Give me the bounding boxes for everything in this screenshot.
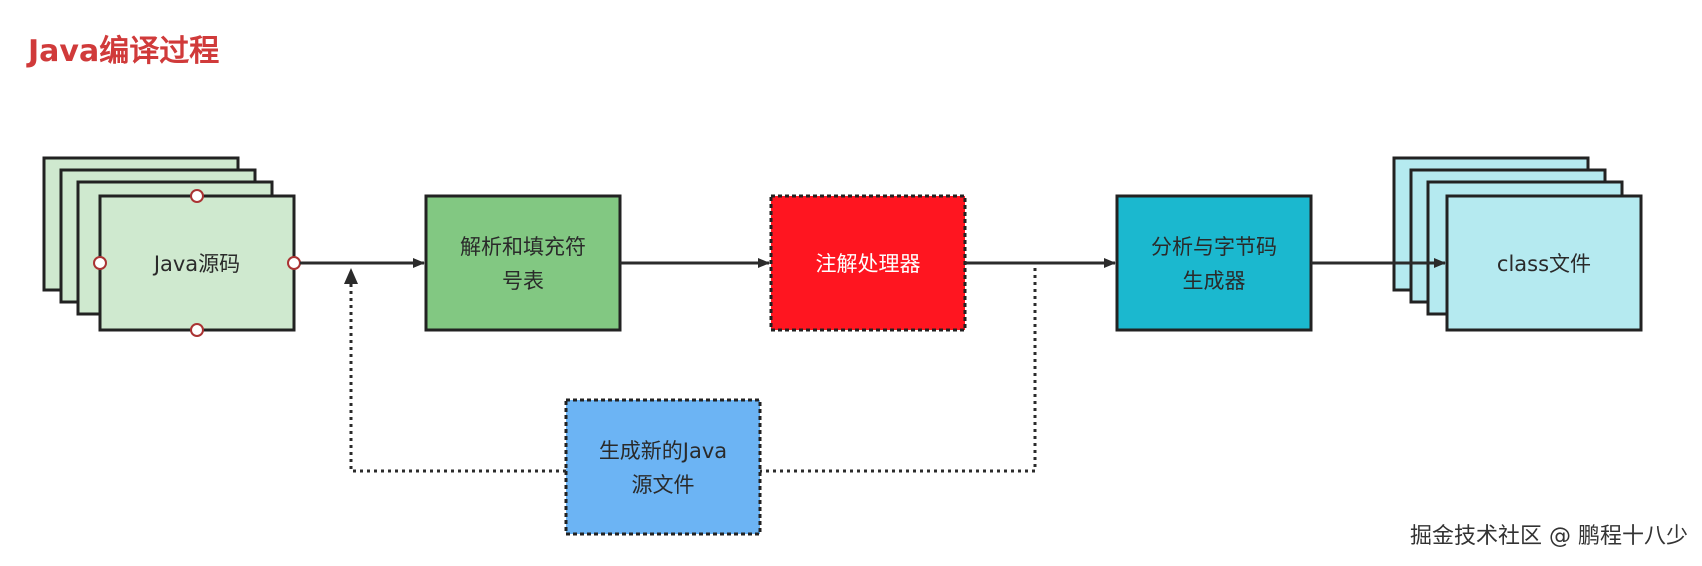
bytecode-generator-label-line1: 分析与字节码 bbox=[1151, 235, 1277, 259]
parse-node[interactable]: 解析和填充符 号表 bbox=[424, 194, 622, 332]
parse-label-line1: 解析和填充符 bbox=[460, 235, 586, 259]
class-file-stack[interactable]: class文件 bbox=[1392, 156, 1643, 332]
selection-handle-left bbox=[93, 256, 107, 270]
new-source-box bbox=[564, 398, 762, 536]
bytecode-generator-box bbox=[1115, 194, 1313, 332]
new-source-label-line1: 生成新的Java bbox=[599, 439, 727, 463]
annotation-processor-box bbox=[769, 194, 967, 332]
selection-handle-top bbox=[190, 189, 204, 203]
java-source-stack[interactable]: Java源码 bbox=[42, 156, 301, 337]
bytecode-generator-node[interactable]: 分析与字节码 生成器 bbox=[1115, 194, 1313, 332]
new-source-node[interactable]: 生成新的Java 源文件 bbox=[564, 398, 762, 536]
bytecode-generator-label-line2: 生成器 bbox=[1183, 269, 1246, 293]
new-source-label-line2: 源文件 bbox=[632, 473, 695, 497]
selection-handle-bottom bbox=[190, 323, 204, 337]
class-file-box bbox=[1445, 194, 1643, 332]
annotation-processor-node[interactable]: 注解处理器 bbox=[769, 194, 967, 332]
dotted-loop-new-source-to-parse-input bbox=[349, 280, 566, 473]
watermark: 掘金技术社区 @ 鹏程十八少 bbox=[1410, 524, 1688, 549]
java-source-label: Java源码 bbox=[152, 252, 240, 276]
annotation-processor-label: 注解处理器 bbox=[816, 252, 921, 276]
parse-label-line2: 号表 bbox=[502, 269, 544, 293]
dotted-loop-arrowhead bbox=[344, 268, 358, 284]
selection-handle-right bbox=[287, 256, 301, 270]
parse-box bbox=[424, 194, 622, 332]
class-file-label: class文件 bbox=[1497, 252, 1591, 276]
dotted-loop-annotation-to-new-source bbox=[760, 268, 1037, 473]
page-title: Java编译过程 bbox=[28, 34, 220, 69]
